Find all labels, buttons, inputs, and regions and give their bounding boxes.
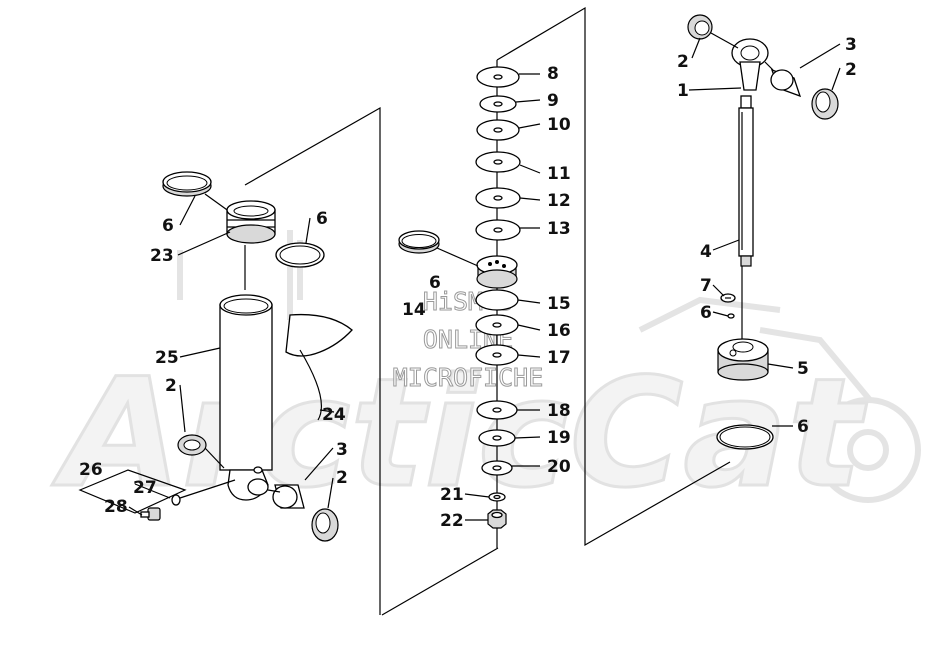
- sleeve-3-top: [770, 68, 802, 98]
- callout-24: 24: [322, 405, 346, 425]
- callout-14: 14: [402, 300, 426, 320]
- callout-1: 1: [677, 81, 689, 101]
- washer-6: [727, 313, 735, 319]
- leader-lines: [128, 37, 841, 521]
- callout-25: 25: [155, 348, 179, 368]
- watermark-motorcycle-graphic: [177, 230, 921, 503]
- callout-8: 8: [547, 64, 559, 84]
- callout-12: 12: [547, 191, 571, 211]
- callout-28: 28: [104, 497, 128, 517]
- nut-22: [487, 509, 507, 529]
- callout-2-top-left: 2: [677, 52, 689, 72]
- callout-21: 21: [440, 485, 464, 505]
- callout-19: 19: [547, 428, 571, 448]
- bushing-2-top: [687, 14, 713, 40]
- o-ring-27: [171, 494, 181, 506]
- callout-6-body-ring: 6: [316, 209, 328, 229]
- callout-6-cap: 6: [162, 216, 174, 236]
- callout-4: 4: [700, 242, 712, 262]
- callout-23: 23: [150, 246, 174, 266]
- bushing-2-top-right: [811, 88, 839, 120]
- shim-15: [475, 289, 519, 311]
- shaft-4: [738, 95, 754, 267]
- bushing-2-left: [177, 434, 207, 456]
- callout-2-bottom: 2: [336, 468, 348, 488]
- callout-18: 18: [547, 401, 571, 421]
- callout-13: 13: [547, 219, 571, 239]
- bushing-2-right: [311, 508, 339, 542]
- callout-10: 10: [547, 115, 571, 135]
- piston-14: [476, 255, 518, 289]
- rod-eye-1: [731, 38, 769, 91]
- callout-15: 15: [547, 294, 571, 314]
- callout-22: 22: [440, 511, 464, 531]
- callout-5: 5: [797, 359, 809, 379]
- cap-6: [162, 171, 212, 197]
- valve-core-28: [140, 507, 161, 521]
- callout-3-top: 3: [845, 35, 857, 55]
- callout-27: 27: [133, 478, 157, 498]
- assembly-outlines: [244, 6, 731, 616]
- callout-20: 20: [547, 457, 571, 477]
- callout-3-bottom: 3: [336, 440, 348, 460]
- piston-ring-6: [398, 230, 440, 254]
- callout-6-o-ring: 6: [797, 417, 809, 437]
- callout-17: 17: [547, 348, 571, 368]
- callout-9: 9: [547, 91, 559, 111]
- screw-7: [720, 293, 736, 303]
- shaft-assembly: [687, 14, 839, 450]
- callout-6-piston-ring: 6: [429, 273, 441, 293]
- seal-head-5: [717, 338, 769, 381]
- callout-6-washer: 6: [700, 303, 712, 323]
- valve-assembly-26: [78, 469, 236, 521]
- shock-body-assembly: [78, 171, 353, 542]
- decal-24: [285, 313, 353, 421]
- watermark-line-3: MICROFICHE: [393, 363, 544, 392]
- callout-7: 7: [700, 276, 712, 296]
- callout-labels: 8 9 10 11 12 13 6 14 15 16 17 18 19 20 2…: [79, 35, 857, 531]
- callout-2-top-right: 2: [845, 60, 857, 80]
- piston-shim-stack: [398, 60, 521, 548]
- seal-head-23: [226, 200, 276, 244]
- callout-11: 11: [547, 164, 571, 184]
- shock-body-25: [219, 294, 273, 501]
- callout-26: 26: [79, 460, 103, 480]
- sleeve-3: [272, 484, 305, 509]
- callout-2-body: 2: [165, 376, 177, 396]
- callout-16: 16: [547, 321, 571, 341]
